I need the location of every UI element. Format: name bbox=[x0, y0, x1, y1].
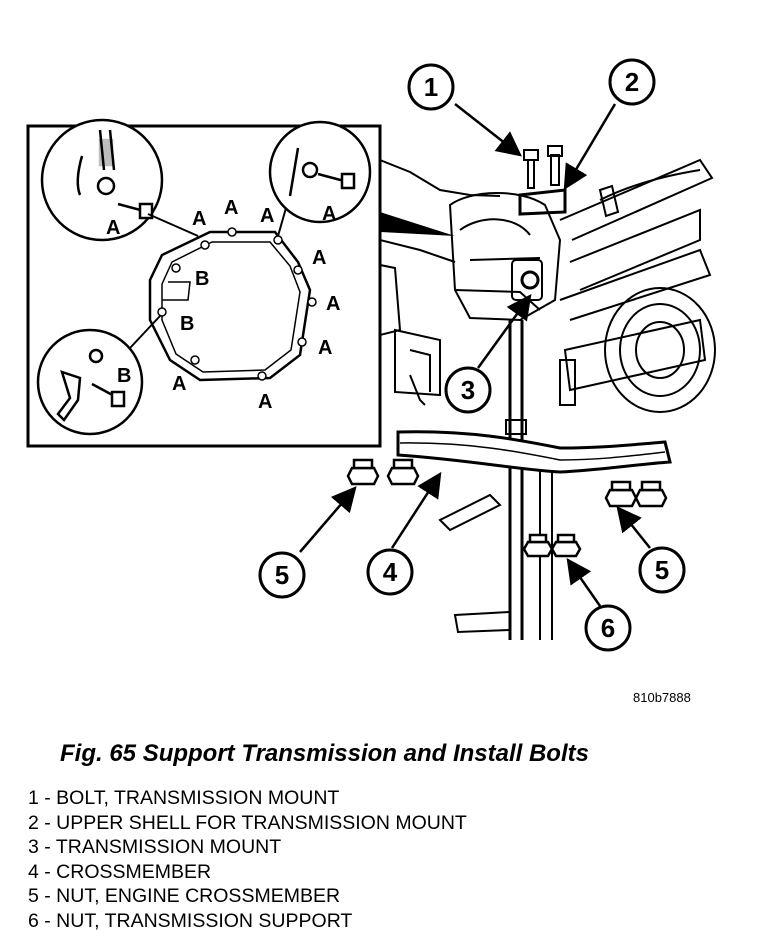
callout-number: 4 bbox=[383, 557, 398, 587]
callout-number: 1 bbox=[424, 72, 438, 102]
nut-transmission-support-b bbox=[550, 533, 582, 558]
label-a: A bbox=[322, 203, 336, 225]
callout-5-right: 5 bbox=[638, 546, 686, 594]
callout-leaders bbox=[299, 103, 651, 607]
legend-item: 5 - NUT, ENGINE CROSSMEMBER bbox=[28, 885, 341, 908]
legend-item: 2 - UPPER SHELL FOR TRANSMISSION MOUNT bbox=[28, 811, 467, 834]
callout-2: 2 bbox=[608, 58, 656, 106]
label-a: A bbox=[192, 208, 206, 230]
detail-circle-top-right bbox=[268, 120, 372, 224]
label-b: B bbox=[195, 268, 209, 290]
legend-item: 3 - TRANSMISSION MOUNT bbox=[28, 836, 282, 859]
callout-circles: 1 2 3 4 5 5 6 bbox=[258, 58, 686, 652]
label-a: A bbox=[318, 337, 332, 359]
label-a: A bbox=[258, 391, 272, 413]
figure-caption: Fig. 65 Support Transmission and Install… bbox=[60, 740, 589, 767]
legend-item: 1 - BOLT, TRANSMISSION MOUNT bbox=[28, 787, 340, 809]
label-a: A bbox=[106, 217, 120, 239]
nut-engine-crossmember-left-b bbox=[386, 458, 420, 486]
callout-number: 5 bbox=[275, 560, 289, 590]
nut-engine-crossmember-right-a bbox=[604, 480, 638, 508]
nut-engine-crossmember-left-a bbox=[346, 458, 380, 486]
callout-number: 3 bbox=[461, 375, 475, 405]
figure-reference-code: 810b7888 bbox=[633, 690, 691, 705]
callout-number: 2 bbox=[625, 67, 639, 97]
label-a: A bbox=[326, 293, 340, 315]
detail-circle-bottom-left bbox=[36, 328, 144, 436]
nuts bbox=[346, 458, 668, 558]
callout-1: 1 bbox=[407, 63, 455, 111]
parts-legend: 1 - BOLT, TRANSMISSION MOUNT 2 - UPPER S… bbox=[28, 786, 467, 934]
transmission-support-diagram: A A A A A A A A A A B B B 1 bbox=[26, 58, 716, 652]
callout-5-left: 5 bbox=[258, 551, 306, 599]
label-b: B bbox=[117, 365, 131, 387]
crossmember bbox=[396, 430, 672, 474]
callout-3: 3 bbox=[444, 366, 492, 414]
label-a: A bbox=[312, 247, 326, 269]
legend-item: 6 - NUT, TRANSMISSION SUPPORT bbox=[28, 909, 353, 932]
label-a: A bbox=[172, 373, 186, 395]
callout-6: 6 bbox=[584, 604, 632, 652]
bolt-pattern-inset: A A A A A A A A A A B B B bbox=[26, 118, 455, 448]
label-a: A bbox=[260, 205, 274, 227]
callout-4: 4 bbox=[366, 548, 414, 596]
nut-transmission-support-a bbox=[522, 533, 554, 558]
bolt-hole-markers bbox=[157, 227, 317, 381]
callout-number: 6 bbox=[601, 613, 615, 643]
label-b: B bbox=[180, 313, 194, 335]
legend-item: 4 - CROSSMEMBER bbox=[28, 860, 212, 883]
callout-number: 5 bbox=[655, 555, 669, 585]
detail-circle-top-left bbox=[40, 118, 164, 242]
vehicle-underbody-drawing bbox=[379, 145, 716, 640]
nut-engine-crossmember-right-b bbox=[634, 480, 668, 508]
label-a: A bbox=[224, 197, 238, 219]
